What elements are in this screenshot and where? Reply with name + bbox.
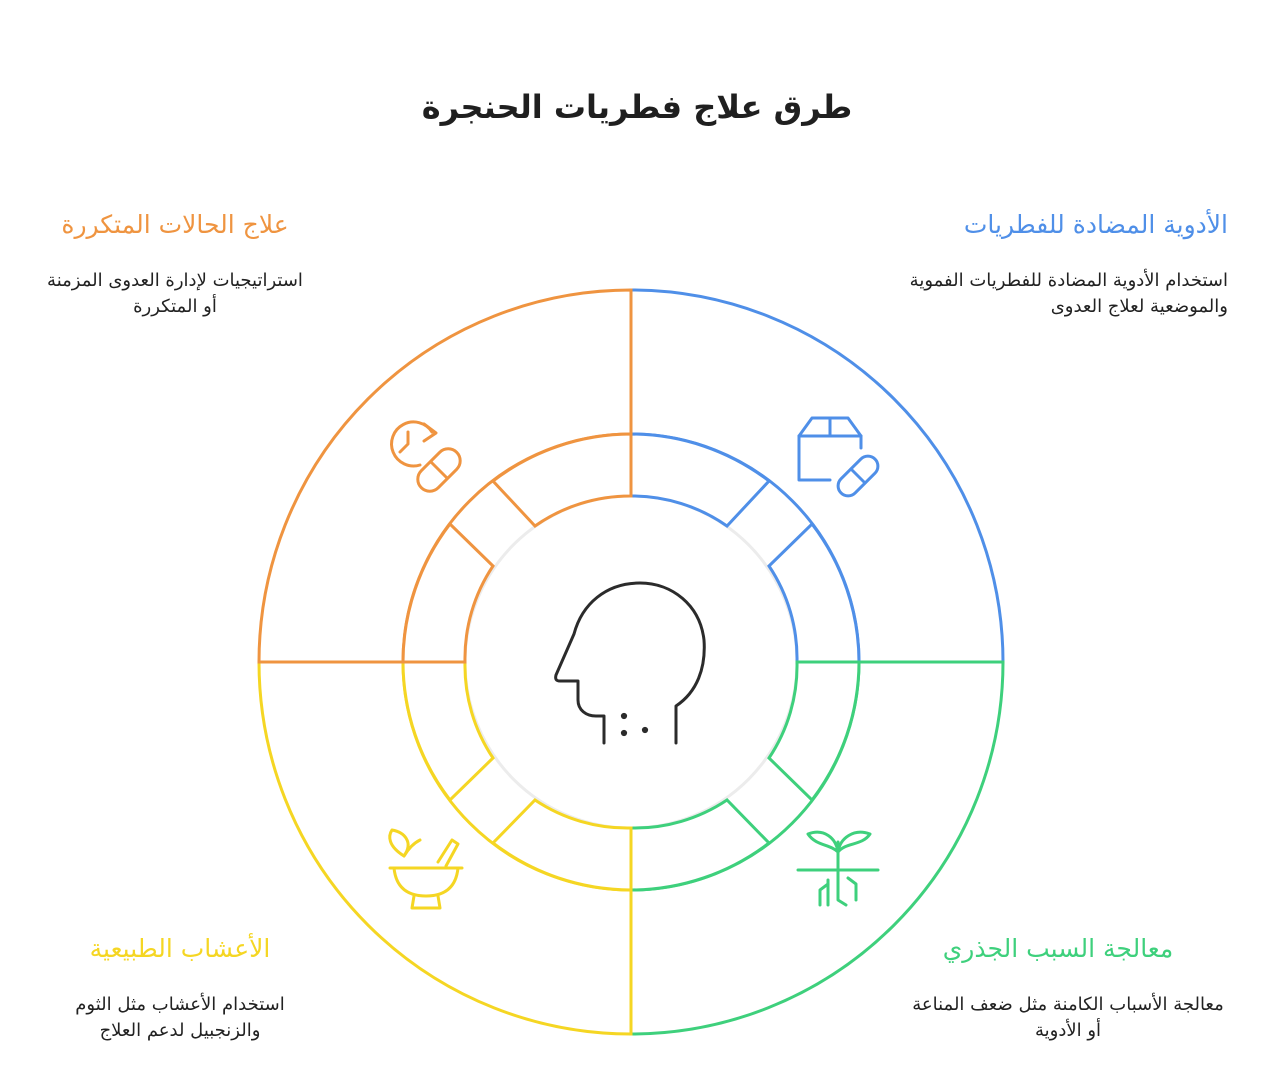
- inner-segment-yellow-left: [401, 660, 495, 803]
- mortar-pestle-herb-icon: [388, 828, 464, 910]
- inner-segment-blue-top: [629, 432, 772, 528]
- section-description: استخدام الأعشاب مثل الثوم والزنجبيل لدعم…: [75, 994, 285, 1041]
- sprout-roots-icon: [796, 830, 880, 907]
- page-title: طرق علاج فطريات الحنجرة: [421, 88, 853, 126]
- section-root-cause: معالجة السبب الجذري معالجة الأسباب الكام…: [908, 934, 1224, 1041]
- inner-segment-blue-right: [767, 521, 861, 664]
- medicine-box-pill-icon: [797, 416, 880, 498]
- head-throat-icon: [554, 581, 706, 745]
- inner-segment-green-bottom: [629, 798, 772, 892]
- section-herbs: الأعشاب الطبيعية استخدام الأعشاب مثل الث…: [60, 934, 300, 1041]
- recurring-pill-clock-icon: [390, 420, 462, 493]
- section-heading: الأعشاب الطبيعية: [89, 934, 271, 963]
- inner-segment-orange-top: [490, 432, 633, 528]
- section-description: استخدام الأدوية المضادة للفطريات الفموية…: [909, 270, 1228, 317]
- section-description: معالجة الأسباب الكامنة مثل ضعف المناعة أ…: [912, 994, 1224, 1041]
- section-heading: الأدوية المضادة للفطريات: [963, 210, 1228, 239]
- section-recurring: علاج الحالات المتكررة استراتيجيات لإدارة…: [40, 210, 310, 317]
- section-heading: علاج الحالات المتكررة: [61, 210, 289, 239]
- center-circle: [463, 494, 799, 830]
- section-antifungal: الأدوية المضادة للفطريات استخدام الأدوية…: [908, 210, 1228, 317]
- section-heading: معالجة السبب الجذري: [942, 934, 1174, 963]
- inner-segment-orange-left: [401, 521, 495, 664]
- inner-segment-yellow-bottom: [490, 798, 633, 892]
- section-description: استراتيجيات لإدارة العدوى المزمنة أو الم…: [47, 270, 303, 317]
- inner-segment-green-right: [767, 660, 861, 803]
